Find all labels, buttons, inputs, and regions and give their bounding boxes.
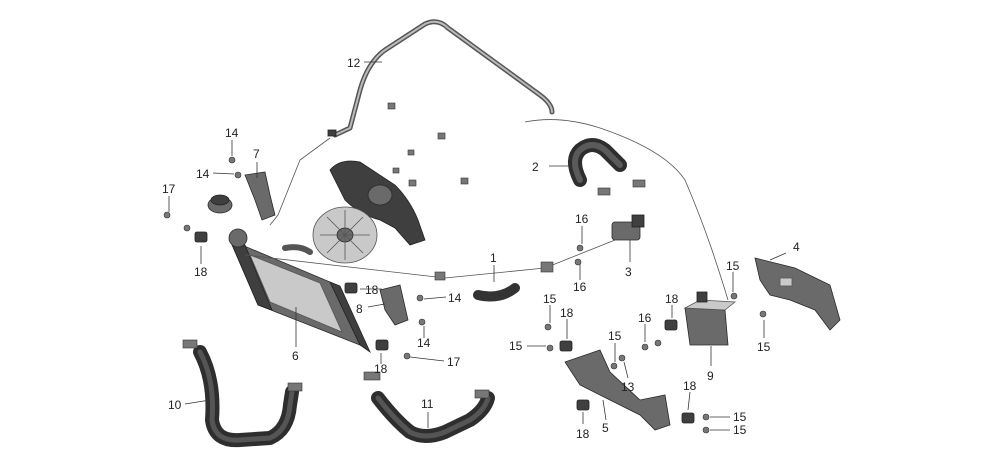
- callout-14: 14: [448, 291, 462, 305]
- callout-10: 10: [168, 398, 182, 412]
- callout-16: 16: [638, 311, 652, 325]
- callout-18: 18: [665, 292, 679, 306]
- callout-15: 15: [757, 340, 771, 354]
- callout-16: 16: [575, 212, 589, 226]
- callout-18: 18: [374, 362, 388, 376]
- thermo-wire: [244, 239, 616, 279]
- callout-18: 18: [576, 427, 590, 441]
- callout-labels: 12 2 14 14 7 17 18 16 3 16 1 4 15 15 18 …: [162, 56, 800, 441]
- callout-17: 17: [162, 182, 176, 196]
- callout-16: 16: [573, 280, 587, 294]
- part-9-coolant-reservoir: [683, 291, 737, 346]
- part-12-overflow-hose: [327, 19, 555, 138]
- part-3-thermostat-housing: [540, 214, 645, 273]
- callout-18: 18: [194, 265, 208, 279]
- part-1-hose: [282, 244, 520, 302]
- part-6-radiator: [228, 228, 371, 354]
- callout-5: 5: [602, 421, 609, 435]
- callout-18: 18: [683, 379, 697, 393]
- callout-15: 15: [726, 259, 740, 273]
- bolts: [163, 156, 767, 434]
- grommets: [194, 231, 695, 424]
- callout-9: 9: [707, 369, 714, 383]
- part-4-mount-bracket: [754, 257, 841, 331]
- callout-18: 18: [560, 306, 574, 320]
- part-12-lower-line: [269, 137, 331, 226]
- callout-1: 1: [490, 251, 497, 265]
- callout-4: 4: [793, 240, 800, 254]
- callout-15: 15: [608, 329, 622, 343]
- fan-shroud: [329, 160, 426, 246]
- callout-6: 6: [292, 349, 299, 363]
- callout-7: 7: [253, 147, 260, 161]
- callout-2: 2: [532, 160, 539, 174]
- callout-8: 8: [356, 302, 363, 316]
- callout-3: 3: [625, 265, 632, 279]
- part-7-bracket: [244, 171, 276, 221]
- callout-15: 15: [543, 292, 557, 306]
- cooling-fan: [312, 206, 378, 264]
- callout-15: 15: [733, 410, 747, 424]
- callout-14: 14: [225, 126, 239, 140]
- part-10-lower-hose: [182, 339, 303, 448]
- leader-lines: [168, 61, 787, 431]
- radiator-cap: [207, 194, 233, 214]
- callout-15: 15: [733, 423, 747, 437]
- part-2-hose: [568, 138, 646, 196]
- part-11-lower-hose: [371, 389, 495, 443]
- callout-15: 15: [509, 339, 523, 353]
- callout-14: 14: [196, 167, 210, 181]
- callout-13: 13: [621, 380, 635, 394]
- part-8-bracket: [379, 284, 409, 326]
- callout-12: 12: [347, 56, 361, 70]
- part-5-lower-bracket: [564, 349, 671, 431]
- callout-11: 11: [421, 397, 434, 411]
- callout-18: 18: [365, 283, 379, 297]
- loose-nuts: [387, 102, 469, 187]
- callout-14: 14: [417, 336, 431, 350]
- callout-17: 17: [447, 355, 461, 369]
- part-9-vent-line: [524, 119, 729, 301]
